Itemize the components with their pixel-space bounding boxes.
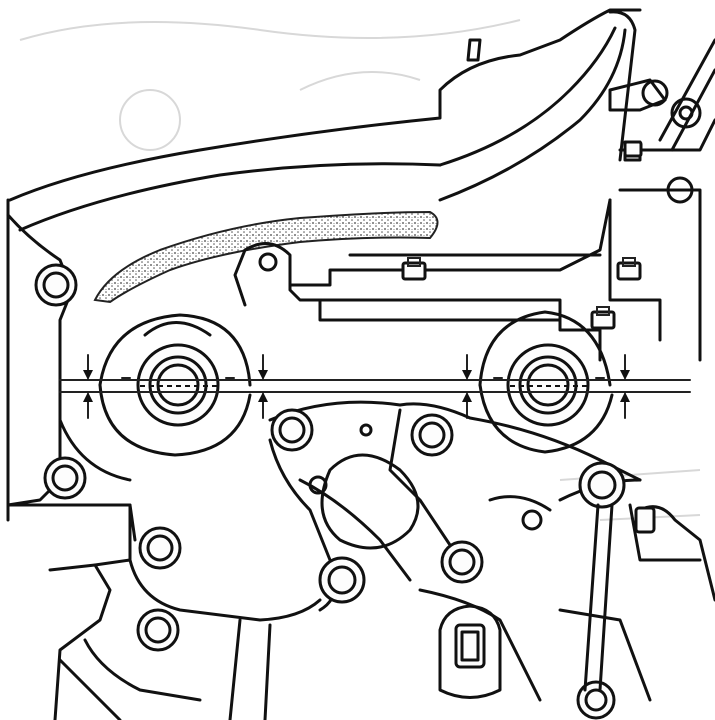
- bolt-lower-left: [138, 526, 182, 570]
- sealant-strip: [93, 210, 439, 304]
- mounting-holes: [308, 423, 543, 531]
- arrow-pair-3: [462, 354, 472, 419]
- bolt-lower-mid: [440, 540, 484, 584]
- bolt-right: [578, 461, 626, 509]
- sensor-connector: [438, 604, 502, 699]
- right-upper-housing: [608, 38, 715, 362]
- bolt-left-upper: [34, 263, 78, 307]
- bolt-lower-center: [318, 556, 366, 604]
- intake-pipe: [8, 8, 642, 232]
- left-camshaft-sprocket: [98, 313, 252, 457]
- valve-cover-bolts: [401, 140, 643, 330]
- bolt-head-2: [616, 257, 642, 281]
- bolt-left-lower: [43, 456, 87, 500]
- lower-left-housing: [48, 558, 202, 720]
- bolt-bottom-left: [136, 608, 180, 652]
- arrow-pair-4: [620, 354, 630, 419]
- case-bolts: [34, 263, 626, 720]
- alignment-marks: [59, 379, 691, 393]
- alignment-arrows: [83, 354, 630, 419]
- arrow-pair-1: [83, 354, 93, 419]
- arrow-pair-2: [258, 354, 268, 419]
- valve-cover: [233, 198, 662, 362]
- bolt-head-1: [401, 257, 427, 281]
- bolt-center-1: [270, 408, 314, 452]
- bolt-bottom-right: [576, 680, 616, 720]
- right-camshaft-sprocket: [478, 310, 614, 454]
- bolt-head-4: [623, 140, 643, 158]
- bolt-head-3: [590, 306, 616, 330]
- bolt-center-2: [410, 413, 454, 457]
- background-ghost-lines: [19, 19, 701, 521]
- right-linkage: [558, 503, 715, 702]
